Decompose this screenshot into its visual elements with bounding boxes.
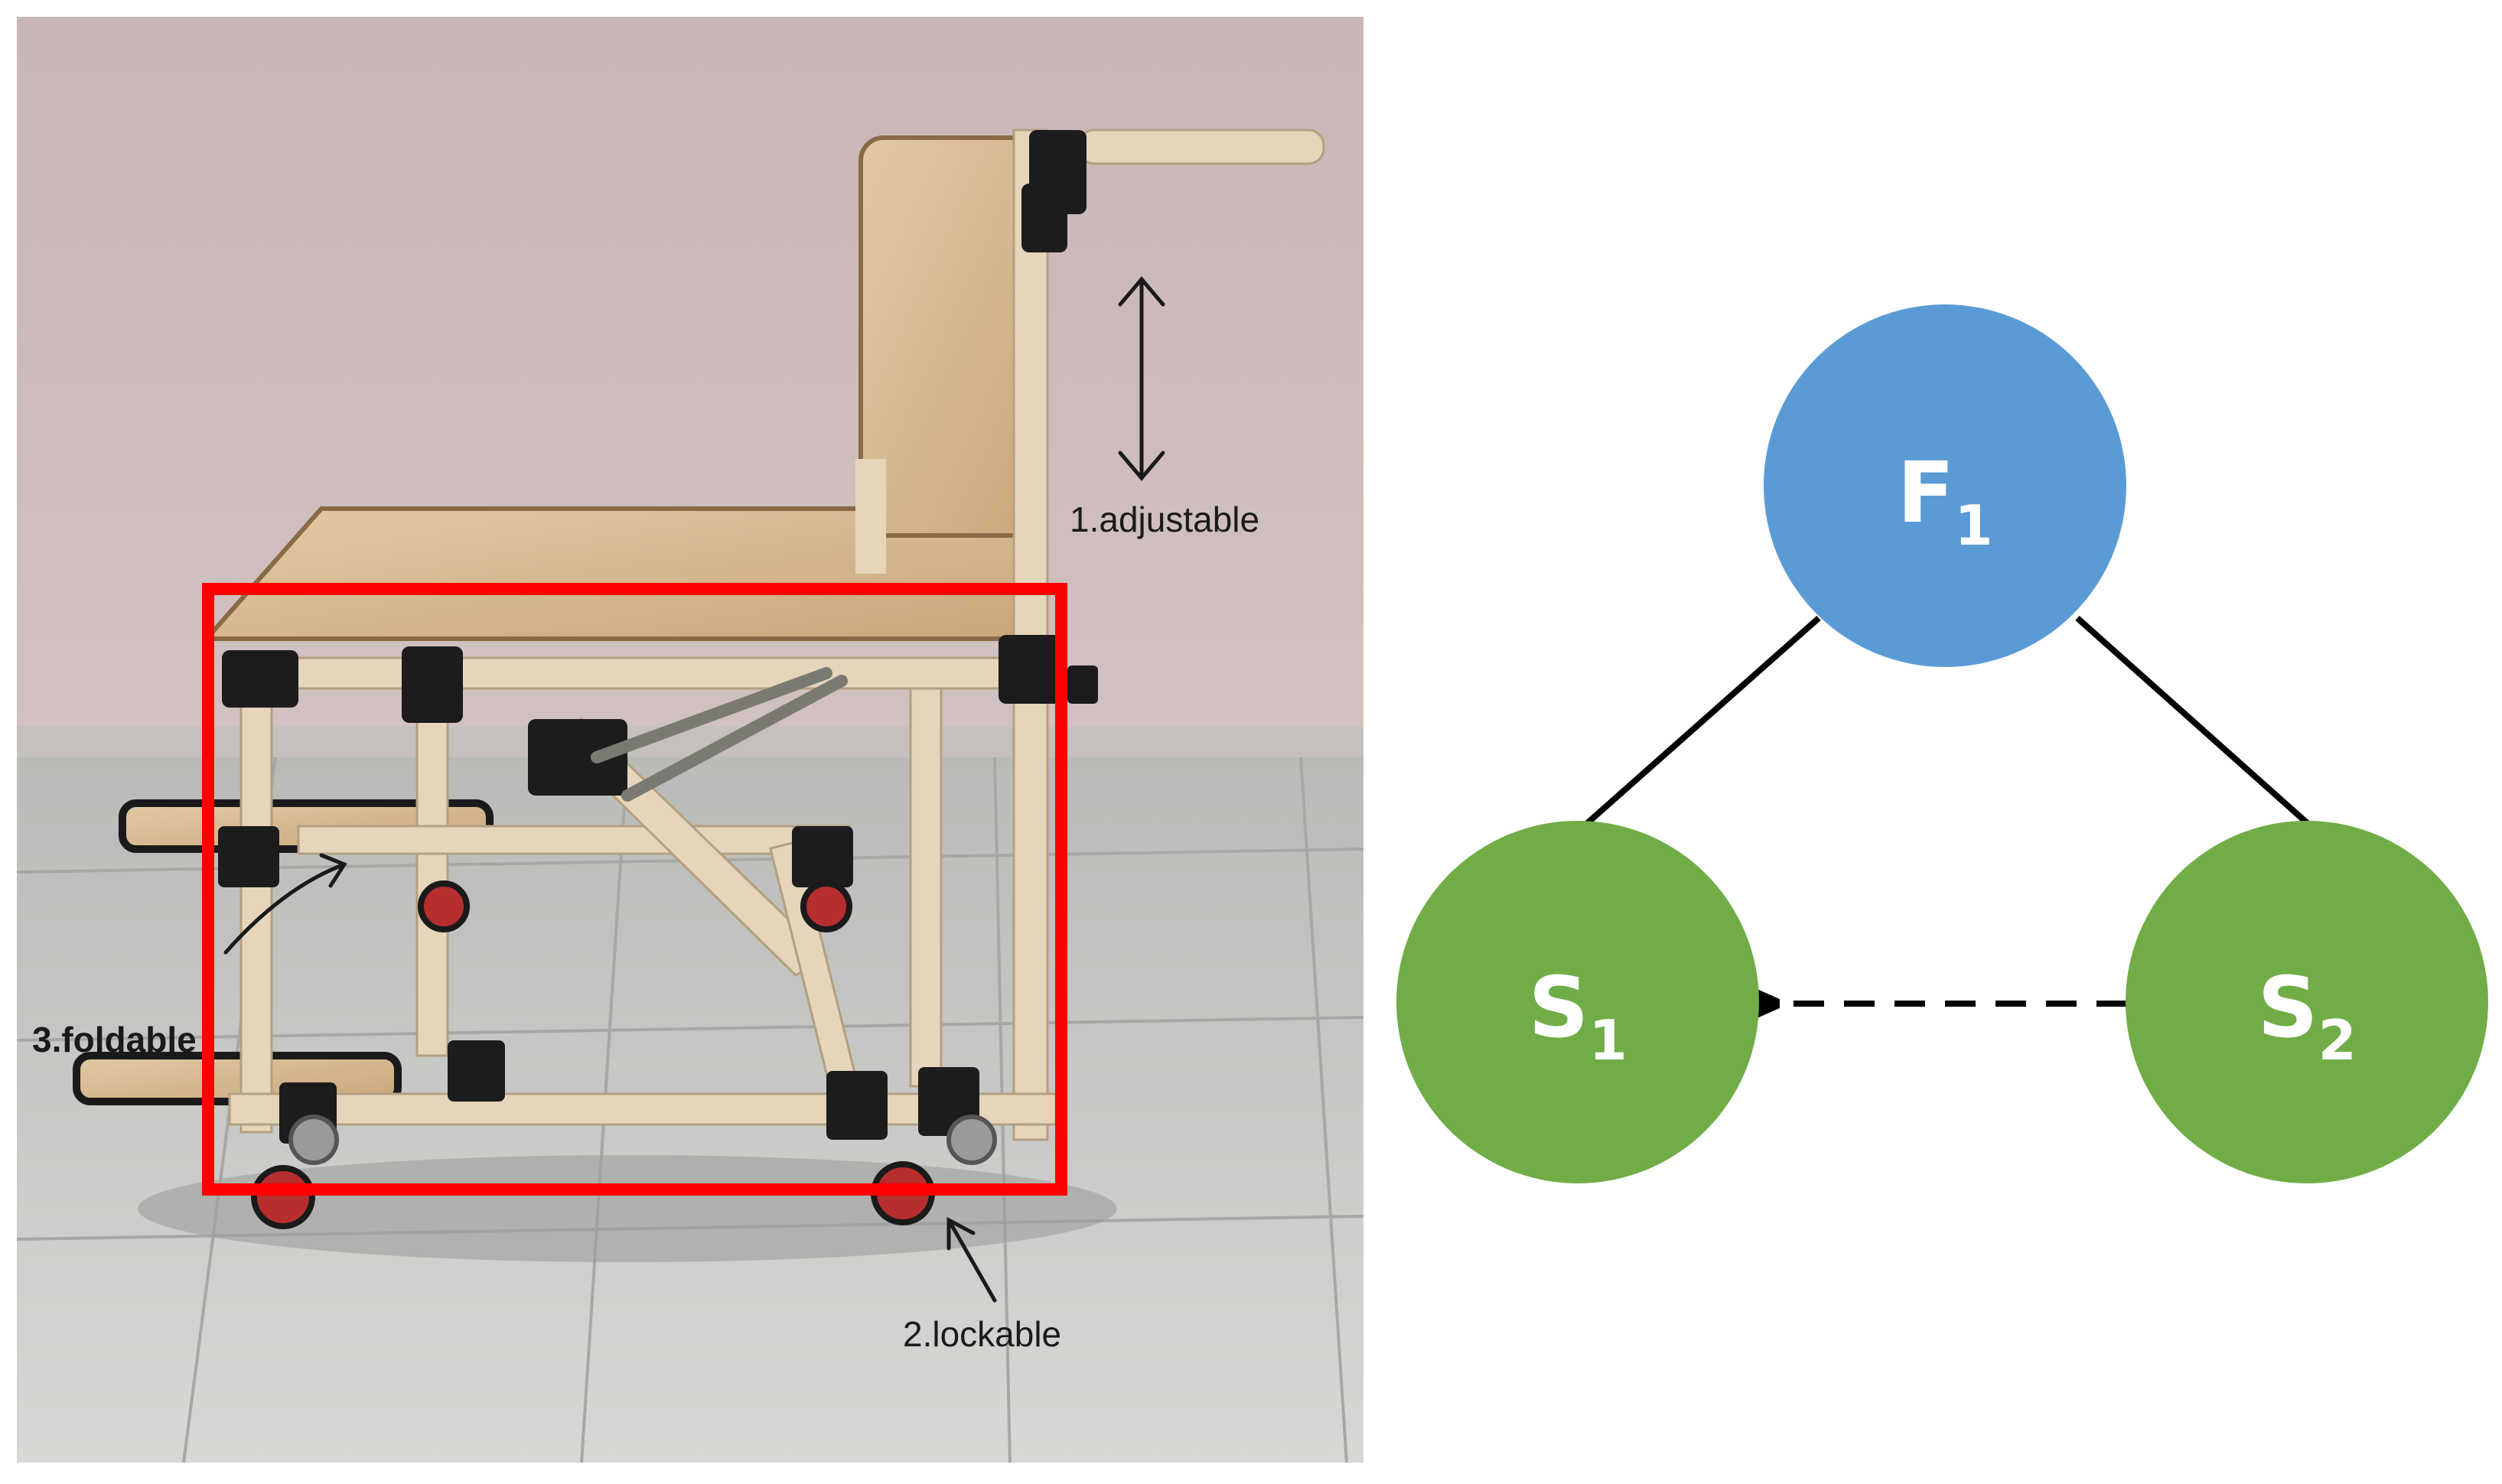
- node-s2-letter: S: [2257, 958, 2318, 1056]
- annotation-adjustable: 1.adjustable: [1070, 500, 1259, 539]
- backrest-post-left: [855, 459, 886, 574]
- gas-struts: [591, 667, 848, 802]
- frame-joints: [218, 130, 1098, 1144]
- annotation-lockable: 2.lockable: [903, 1314, 1061, 1354]
- highlight-box: [202, 583, 1067, 1196]
- adjustable-arrow: [1118, 276, 1165, 481]
- chair-photo-panel: 1.adjustable 2.lockable 3.foldable: [16, 17, 1364, 1463]
- node-diagram-panel: F1 S1 S2: [1377, 0, 2502, 1484]
- svg-text:F1: F1: [1897, 444, 1992, 558]
- annotation-foldable: 3.foldable: [32, 1020, 197, 1059]
- node-diagram: F1 S1 S2: [1396, 304, 2488, 1183]
- node-f1-subscript: 1: [1955, 493, 1993, 558]
- node-f1-letter: F: [1897, 444, 1954, 542]
- shadow: [138, 1155, 1117, 1262]
- chair-photo: 1.adjustable 2.lockable 3.foldable: [16, 17, 1364, 1463]
- lockable-arrow: [946, 1216, 997, 1303]
- caster-wheels: [251, 880, 997, 1229]
- edge-f1-s1: [1582, 616, 1821, 828]
- edge-f1-s2: [2075, 616, 2313, 828]
- node-s2-subscript: 2: [2318, 1008, 2357, 1072]
- baseboard: [17, 727, 1363, 757]
- svg-text:S2: S2: [2257, 958, 2356, 1072]
- svg-text:S1: S1: [1528, 958, 1627, 1072]
- node-s1-letter: S: [1528, 958, 1588, 1056]
- node-s1-subscript: 1: [1589, 1008, 1627, 1072]
- node-s2-circle: [2126, 821, 2488, 1183]
- node-s1-circle: [1396, 821, 1759, 1183]
- node-s2: S2: [2126, 821, 2488, 1183]
- node-f1: F1: [1764, 304, 2126, 667]
- node-s1: S1: [1396, 821, 1759, 1183]
- node-f1-circle: [1764, 304, 2126, 667]
- foldable-arrow: [223, 853, 347, 955]
